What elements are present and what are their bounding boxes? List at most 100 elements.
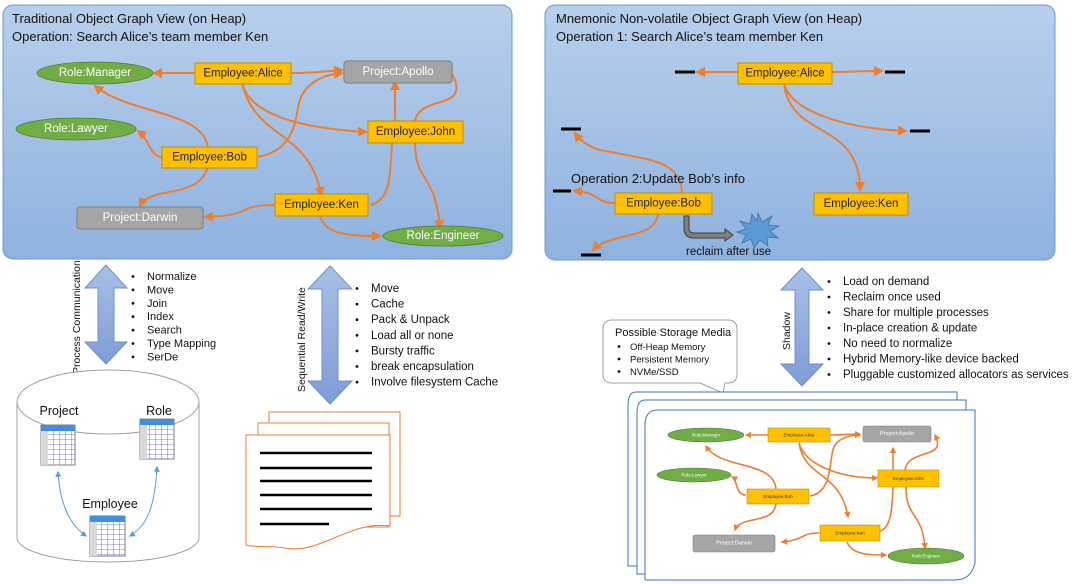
process-communication-item: Type Mapping xyxy=(147,338,216,350)
edge-alice-john xyxy=(241,82,368,137)
node-role-manager: Role:Manager xyxy=(36,61,154,85)
bullet-icon xyxy=(355,333,359,337)
left-panel: Traditional Object Graph View (on Heap) … xyxy=(2,4,513,260)
edge-ken-darwin xyxy=(203,204,275,222)
storage-media-callout: Possible Storage Media Off-Heap MemoryPe… xyxy=(602,319,738,394)
left-panel-subtitle: Operation: Search Alice’s team member Ke… xyxy=(12,29,268,44)
node-employee-ken-right: Employee:Ken xyxy=(813,192,909,216)
svg-text:Project:Apollo: Project:Apollo xyxy=(880,431,914,437)
bullet-icon xyxy=(617,370,621,373)
svg-text:Role:Manager: Role:Manager xyxy=(59,67,131,79)
svg-text:Project:Apollo: Project:Apollo xyxy=(363,66,434,78)
right-panel-title: Mnemonic Non-volatile Object Graph View … xyxy=(556,11,862,26)
bullet-icon xyxy=(355,349,359,353)
node-employee-alice-right: Employee:Alice xyxy=(737,62,833,85)
svg-text:Employee:Alice: Employee:Alice xyxy=(203,68,282,80)
bullet-icon xyxy=(827,326,831,330)
sequential-rw-item: Load all or none xyxy=(371,330,453,342)
table-icon-role xyxy=(139,418,175,460)
edge-bob-manager xyxy=(93,84,209,150)
shadow-item: Reclaim once used xyxy=(843,292,941,304)
mini-node-role-lawyer: Role:Lawyer xyxy=(656,467,732,483)
table-label-project: Project xyxy=(40,404,79,418)
sequential-rw-item: Cache xyxy=(371,299,404,311)
reclaim-burst-icon xyxy=(735,211,781,249)
svg-text:Employee:Ken: Employee:Ken xyxy=(824,198,899,210)
sequential-rw-item: break encapsulation xyxy=(371,361,474,373)
edge-john-engineer xyxy=(414,140,445,230)
sequential-rw-label: Sequential Read/Write xyxy=(296,287,308,392)
edge-bob-darwin xyxy=(138,165,209,208)
process-communication-item: Move xyxy=(147,284,174,296)
svg-text:Employee:John: Employee:John xyxy=(376,126,455,138)
edge-john-ken xyxy=(369,140,393,206)
bullet-icon xyxy=(617,345,621,348)
storage-media-title: Possible Storage Media xyxy=(615,327,732,339)
sequential-rw-item: Bursty traffic xyxy=(371,345,435,357)
edge-bob-null-2 xyxy=(572,186,616,204)
process-communication-item: Search xyxy=(147,325,182,337)
node-role-engineer: Role:Engineer xyxy=(382,225,504,247)
mini-node-employee-alice: Employee:Alice xyxy=(767,427,831,443)
shadow-item: No need to normalize xyxy=(843,338,952,350)
reclaim-label: reclaim after use xyxy=(686,246,771,258)
node-role-lawyer: Role:Lawyer xyxy=(15,117,137,141)
mini-node-project-darwin: Project:Darwin xyxy=(692,534,776,553)
bullet-icon xyxy=(131,342,135,345)
sequential-rw-arrow xyxy=(306,265,354,405)
edge-bob-null-3 xyxy=(591,213,659,252)
storage-media-item: Off-Heap Memory xyxy=(630,342,706,353)
shadow-label: Shadow xyxy=(781,312,793,350)
svg-text:Employee:Alice: Employee:Alice xyxy=(745,68,824,80)
edge-bob-apollo xyxy=(256,68,344,158)
bullet-icon xyxy=(131,355,135,359)
shadow-item: Pluggable customized allocators as servi… xyxy=(843,369,1069,381)
file-stack-icon xyxy=(245,411,401,550)
svg-text:Employee:Ken: Employee:Ken xyxy=(835,531,865,536)
table-label-employee: Employee xyxy=(82,497,138,511)
relation-role-employee xyxy=(128,465,160,537)
mini-node-project-apollo: Project:Apollo xyxy=(862,425,932,443)
shadow-item: Share for multiple processes xyxy=(843,307,989,319)
svg-text:Employee:Bob: Employee:Bob xyxy=(172,152,247,164)
process-communication-arrow xyxy=(83,264,129,365)
bullet-icon xyxy=(827,357,831,361)
bullet-icon xyxy=(131,275,135,278)
svg-text:Role:Lawyer: Role:Lawyer xyxy=(681,473,707,478)
svg-text:Role:Lawyer: Role:Lawyer xyxy=(44,123,108,135)
right-graph-edges xyxy=(572,66,908,252)
bullet-icon xyxy=(355,318,359,322)
svg-text:Employee:Alice: Employee:Alice xyxy=(783,433,815,438)
svg-text:Project:Darwin: Project:Darwin xyxy=(716,541,752,547)
null-pointer-markers xyxy=(553,70,930,257)
sequential-rw-item: Move xyxy=(371,283,399,295)
mini-node-employee-ken: Employee:Ken xyxy=(819,524,881,542)
table-label-role: Role xyxy=(146,404,172,418)
persistent-graph-stack: Role:Manager Employee:Alice Project:Apol… xyxy=(627,391,976,581)
left-panel-title: Traditional Object Graph View (on Heap) xyxy=(12,11,246,26)
edge-ken-engineer xyxy=(319,215,382,241)
bullet-icon xyxy=(827,280,831,283)
process-communication-item: Join xyxy=(147,298,167,310)
mini-node-employee-john: Employee:John xyxy=(877,469,940,488)
bullet-icon xyxy=(131,301,135,305)
shadow-item: Hybrid Memory-like device backed xyxy=(843,354,1019,366)
reclaim-arrow-icon xyxy=(683,215,734,242)
svg-text:Employee:John: Employee:John xyxy=(893,476,925,481)
svg-text:Employee:Bob: Employee:Bob xyxy=(763,494,793,499)
bullet-icon xyxy=(617,357,621,361)
bullet-icon xyxy=(827,311,831,314)
svg-text:Role:Engineer: Role:Engineer xyxy=(912,554,941,559)
node-employee-john: Employee:John xyxy=(367,120,464,144)
shadow-arrow xyxy=(779,267,825,387)
process-communication-item: Normalize xyxy=(147,271,197,283)
relation-project-employee xyxy=(55,470,87,537)
bullet-icon xyxy=(355,287,359,290)
shadow-item: Load on demand xyxy=(843,276,929,288)
edge-alice-ken xyxy=(783,82,865,192)
storage-media-item: NVMe/SSD xyxy=(630,367,679,378)
